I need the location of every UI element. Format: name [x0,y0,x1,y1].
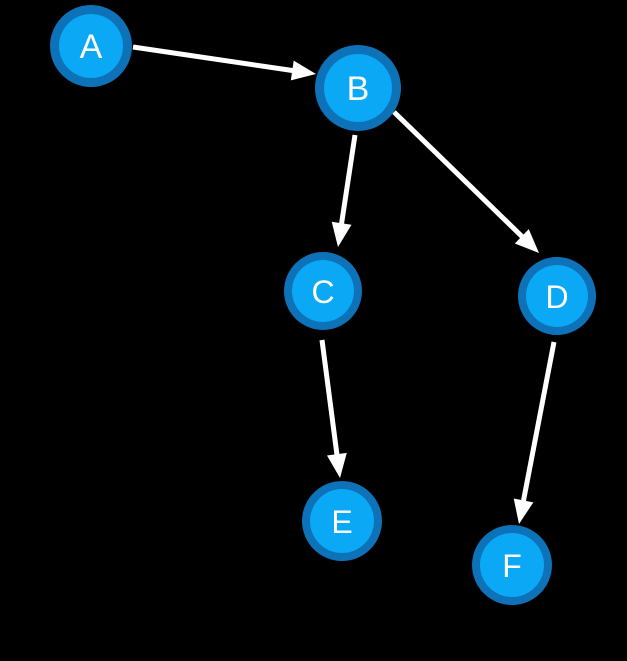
edge-shaft [338,134,358,228]
graph-node-a[interactable]: A [50,5,132,87]
graph-node-f[interactable]: F [472,525,552,605]
graph-node-e[interactable]: E [302,481,382,561]
node-label: A [80,28,103,66]
node-layer: A B C D E F [50,5,596,605]
edge-shaft [319,339,340,459]
arrowhead-icon [326,452,347,478]
edge-shaft [520,341,557,506]
edge-shaft [132,44,297,74]
node-label: C [311,274,334,310]
edge-layer [132,44,557,524]
node-label: F [502,548,522,584]
arrowhead-icon [514,229,539,253]
graph-node-d[interactable]: D [518,257,596,335]
node-core [480,533,544,597]
graph-edge-a-b[interactable] [132,44,316,81]
node-core [59,14,123,78]
node-label: D [545,279,568,315]
arrowhead-icon [331,221,352,247]
node-core [526,265,588,327]
graph-edge-d-f[interactable] [513,341,557,524]
node-core [324,54,392,122]
node-label: E [331,504,352,540]
arrowhead-icon [513,498,534,524]
edge-shaft [392,110,527,242]
graph-edge-b-d[interactable] [392,110,539,253]
node-core [310,489,374,553]
graph-edge-c-e[interactable] [319,339,347,478]
arrowhead-icon [290,60,316,81]
graph-node-c[interactable]: C [284,252,362,330]
node-core [292,260,354,322]
graph-edge-b-c[interactable] [331,134,358,247]
node-label: B [347,70,370,108]
graph-node-b[interactable]: B [315,45,401,131]
